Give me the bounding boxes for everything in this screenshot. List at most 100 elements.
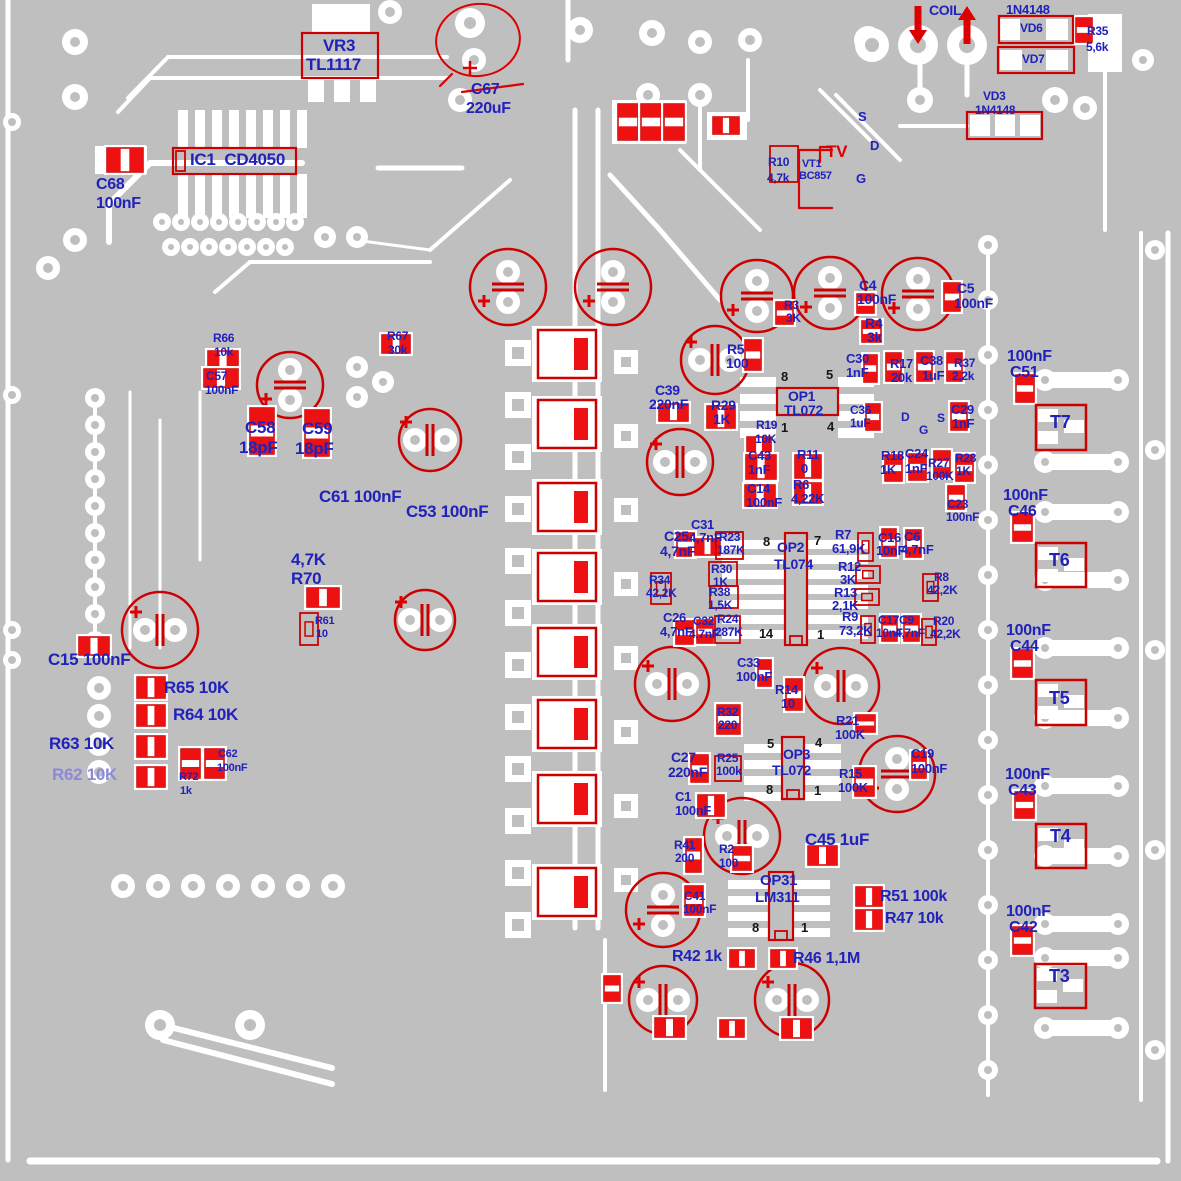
component-label[interactable]: OP1: [788, 388, 816, 404]
component-label[interactable]: 100nF: [1006, 622, 1051, 639]
component-label[interactable]: R35: [1087, 24, 1109, 38]
component-label[interactable]: R2: [719, 842, 734, 856]
smd-component[interactable]: [104, 145, 146, 175]
connector-pad[interactable]: [532, 696, 602, 752]
component-label[interactable]: R15: [839, 766, 862, 781]
component-label[interactable]: 4,7nF: [689, 627, 719, 641]
component-label[interactable]: R7: [835, 527, 852, 542]
component-label[interactable]: C25: [664, 528, 689, 544]
component-label[interactable]: 1nF: [905, 461, 928, 476]
component-label[interactable]: 73,2K: [839, 623, 873, 638]
smd-component[interactable]: [941, 280, 963, 314]
component-label[interactable]: 100nF: [205, 383, 239, 397]
smd-component[interactable]: [76, 634, 112, 658]
component-label[interactable]: 8: [766, 782, 773, 797]
component-label[interactable]: R27: [928, 456, 950, 470]
component-label[interactable]: 10nF: [876, 626, 903, 640]
smd-component[interactable]: [783, 676, 805, 713]
smd-component[interactable]: [730, 844, 754, 873]
component-label[interactable]: C59: [302, 419, 333, 438]
component-label[interactable]: 220nF: [668, 764, 707, 780]
transistor-box[interactable]: [1034, 822, 1088, 870]
component-label[interactable]: 100nF: [1005, 766, 1050, 783]
component-label[interactable]: VD3: [983, 89, 1006, 103]
component-label[interactable]: R67: [387, 329, 409, 343]
component-label[interactable]: C23: [947, 497, 969, 511]
component-label[interactable]: 8: [781, 369, 788, 384]
component-label[interactable]: R4: [865, 315, 883, 331]
component-label[interactable]: C38: [920, 353, 943, 368]
resistor-outline[interactable]: [854, 588, 880, 606]
smd-component[interactable]: [854, 291, 877, 316]
electrolytic-capacitor[interactable]: [397, 407, 463, 473]
component-label[interactable]: 2,1K: [832, 598, 859, 613]
component-label[interactable]: TL072: [784, 402, 823, 418]
transistor-box[interactable]: [1033, 962, 1088, 1010]
component-label[interactable]: 20k: [891, 370, 912, 385]
smd-component[interactable]: [805, 843, 840, 868]
component-label[interactable]: 1,5K: [708, 598, 733, 612]
transistor-box[interactable]: [1034, 403, 1088, 452]
component-label[interactable]: C15 100nF: [48, 650, 131, 669]
component-label[interactable]: R25: [717, 751, 739, 765]
component-label[interactable]: 18pF: [295, 439, 334, 458]
smd-component[interactable]: [134, 674, 168, 701]
component-label[interactable]: T4: [1050, 826, 1071, 846]
component-label[interactable]: R18: [881, 448, 904, 463]
component-label[interactable]: D: [901, 410, 910, 424]
component-label[interactable]: R11: [797, 447, 820, 462]
component-label[interactable]: R5: [727, 341, 745, 357]
component-label[interactable]: 287K: [715, 625, 743, 639]
component-label[interactable]: 5,6k: [1086, 40, 1109, 54]
electrolytic-capacitor[interactable]: [393, 588, 457, 652]
smd-component[interactable]: [656, 401, 691, 424]
smd-component[interactable]: [673, 618, 696, 647]
component-label[interactable]: LM311: [755, 889, 800, 906]
component-label[interactable]: TL072: [772, 762, 811, 778]
smd-component[interactable]: [903, 527, 924, 560]
component-label[interactable]: 100: [719, 856, 739, 870]
component-label[interactable]: 100nF: [911, 761, 948, 776]
component-label[interactable]: 3K: [786, 311, 801, 325]
smd-component[interactable]: [652, 1015, 687, 1040]
component-label[interactable]: 61,9K: [832, 541, 866, 556]
component-label[interactable]: 14: [759, 626, 773, 641]
component-label[interactable]: C58: [245, 418, 276, 437]
component-label[interactable]: 1uF: [850, 416, 871, 430]
smd-component[interactable]: [879, 526, 899, 559]
smd-component[interactable]: [1010, 647, 1035, 680]
component-label[interactable]: IC1 CD4050: [190, 150, 285, 169]
smd-component[interactable]: [853, 712, 878, 735]
component-label[interactable]: 100K: [926, 469, 954, 483]
electrolytic-capacitor[interactable]: [702, 796, 782, 876]
component-label[interactable]: 8: [752, 920, 759, 935]
component-label[interactable]: OP31: [760, 872, 798, 889]
electrolytic-capacitor[interactable]: [573, 247, 653, 327]
component-label[interactable]: C41: [684, 889, 706, 903]
smd-component[interactable]: [134, 702, 168, 729]
component-label[interactable]: 10: [316, 628, 328, 640]
component-label[interactable]: 3K: [840, 572, 857, 587]
electrolytic-capacitor[interactable]: [468, 247, 548, 327]
component-label[interactable]: T3: [1049, 966, 1070, 986]
component-label[interactable]: TV: [826, 142, 848, 161]
component-label[interactable]: 100nF: [1007, 348, 1052, 365]
resistor-outline[interactable]: [922, 573, 939, 602]
component-label[interactable]: VD7: [1022, 52, 1045, 66]
smd-component[interactable]: [379, 332, 413, 356]
component-label[interactable]: C27: [671, 749, 696, 765]
component-label[interactable]: R17: [890, 356, 913, 371]
component-label[interactable]: R34: [649, 573, 671, 587]
component-label[interactable]: 4,7nF: [660, 624, 693, 639]
smd-component[interactable]: [1010, 924, 1035, 957]
component-label[interactable]: R28: [955, 451, 977, 465]
component-label[interactable]: 100nF: [683, 902, 717, 916]
smd-component[interactable]: [694, 617, 716, 646]
component-label[interactable]: R47 10k: [885, 910, 944, 927]
component-label[interactable]: R12: [838, 559, 861, 574]
component-label[interactable]: 3k: [867, 329, 882, 345]
ic1-box[interactable]: [171, 146, 298, 176]
smd-component[interactable]: [852, 765, 877, 799]
component-label[interactable]: 4,7nF: [660, 543, 696, 559]
component-label[interactable]: 100k: [716, 764, 742, 778]
